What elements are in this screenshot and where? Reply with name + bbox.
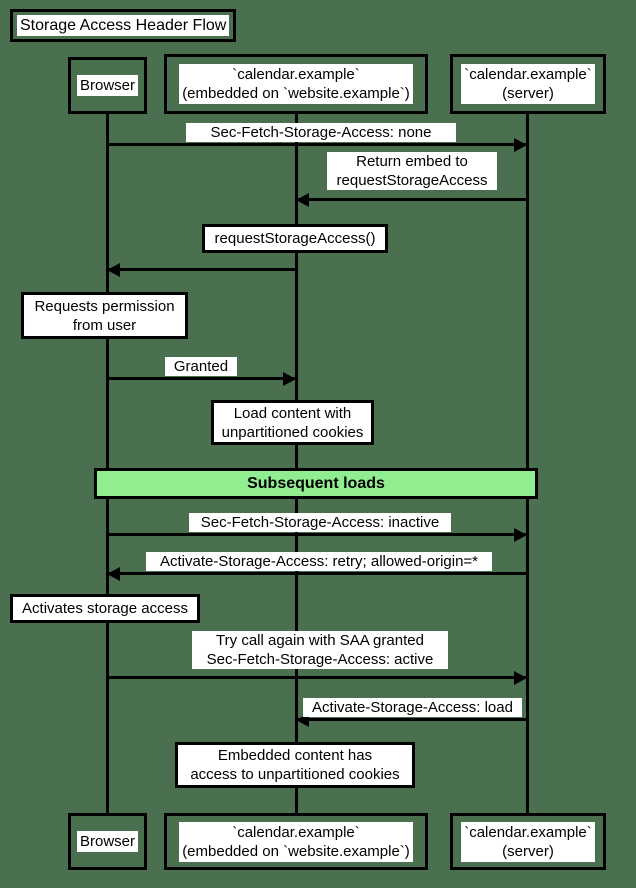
note-requests-permission: Requests permission from user <box>21 292 188 339</box>
note-requests-permission-label: Requests permission from user <box>34 297 175 334</box>
note-load-content: Load content with unpartitioned cookies <box>211 400 374 445</box>
note-activates-storage-access: Activates storage access <box>10 594 200 623</box>
participant-server-top[interactable]: `calendar.example` (server) <box>450 54 606 114</box>
participant-embedded-bottom-label: `calendar.example` (embedded on `website… <box>179 821 413 862</box>
participant-server-bottom[interactable]: `calendar.example` (server) <box>450 813 606 870</box>
message-line-m8 <box>295 718 527 721</box>
participant-browser-top[interactable]: Browser <box>68 57 147 114</box>
note-request-storage-access: requestStorageAccess() <box>202 224 388 253</box>
participant-browser-bottom-label: Browser <box>76 831 138 852</box>
message-line-m4 <box>106 377 295 380</box>
message-arrowhead-m7 <box>514 671 527 685</box>
participant-embedded-top-label: `calendar.example` (embedded on `website… <box>179 64 413 104</box>
message-line-m3 <box>106 268 295 271</box>
message-line-m5 <box>106 533 526 536</box>
message-label-m2: Return embed to requestStorageAccess <box>327 152 497 190</box>
section-band-label: Subsequent loads <box>247 475 385 492</box>
lifeline-embedded <box>295 114 298 816</box>
note-load-content-label: Load content with unpartitioned cookies <box>221 404 364 441</box>
participant-embedded-top[interactable]: `calendar.example` (embedded on `website… <box>164 54 428 114</box>
participant-server-bottom-label: `calendar.example` (server) <box>461 821 595 862</box>
message-arrowhead-m4 <box>283 372 296 386</box>
message-arrowhead-m6 <box>107 567 120 581</box>
message-arrowhead-m5 <box>514 528 527 542</box>
participant-server-top-label: `calendar.example` (server) <box>461 64 595 104</box>
note-embedded-content-access: Embedded content has access to unpartiti… <box>175 742 415 788</box>
message-line-m1 <box>106 143 526 146</box>
message-line-m7 <box>106 676 526 679</box>
message-line-m6 <box>106 572 526 575</box>
diagram-title: Storage Access Header Flow <box>17 15 230 36</box>
message-label-m1: Sec-Fetch-Storage-Access: none <box>186 123 456 142</box>
participant-browser-top-label: Browser <box>76 75 138 96</box>
message-arrowhead-m2 <box>296 193 309 207</box>
message-line-m2 <box>295 198 527 201</box>
section-band-subsequent-loads: Subsequent loads <box>94 468 538 499</box>
note-activates-storage-access-label: Activates storage access <box>22 600 188 617</box>
message-label-m8: Activate-Storage-Access: load <box>303 698 522 717</box>
message-label-m4: Granted <box>165 357 237 376</box>
message-label-m6: Activate-Storage-Access: retry; allowed-… <box>146 552 492 571</box>
message-arrowhead-m3 <box>107 263 120 277</box>
message-label-m5: Sec-Fetch-Storage-Access: inactive <box>189 513 451 532</box>
lifeline-server <box>526 114 529 816</box>
participant-embedded-bottom[interactable]: `calendar.example` (embedded on `website… <box>164 813 428 870</box>
note-embedded-content-access-label: Embedded content has access to unpartiti… <box>190 747 400 783</box>
note-request-storage-access-label: requestStorageAccess() <box>214 230 376 247</box>
diagram-title-frame: Storage Access Header Flow <box>10 9 237 42</box>
message-arrowhead-m1 <box>514 138 527 152</box>
lifeline-browser <box>106 114 109 816</box>
participant-browser-bottom[interactable]: Browser <box>68 813 147 870</box>
message-label-m7: Try call again with SAA granted Sec-Fetc… <box>192 631 448 669</box>
